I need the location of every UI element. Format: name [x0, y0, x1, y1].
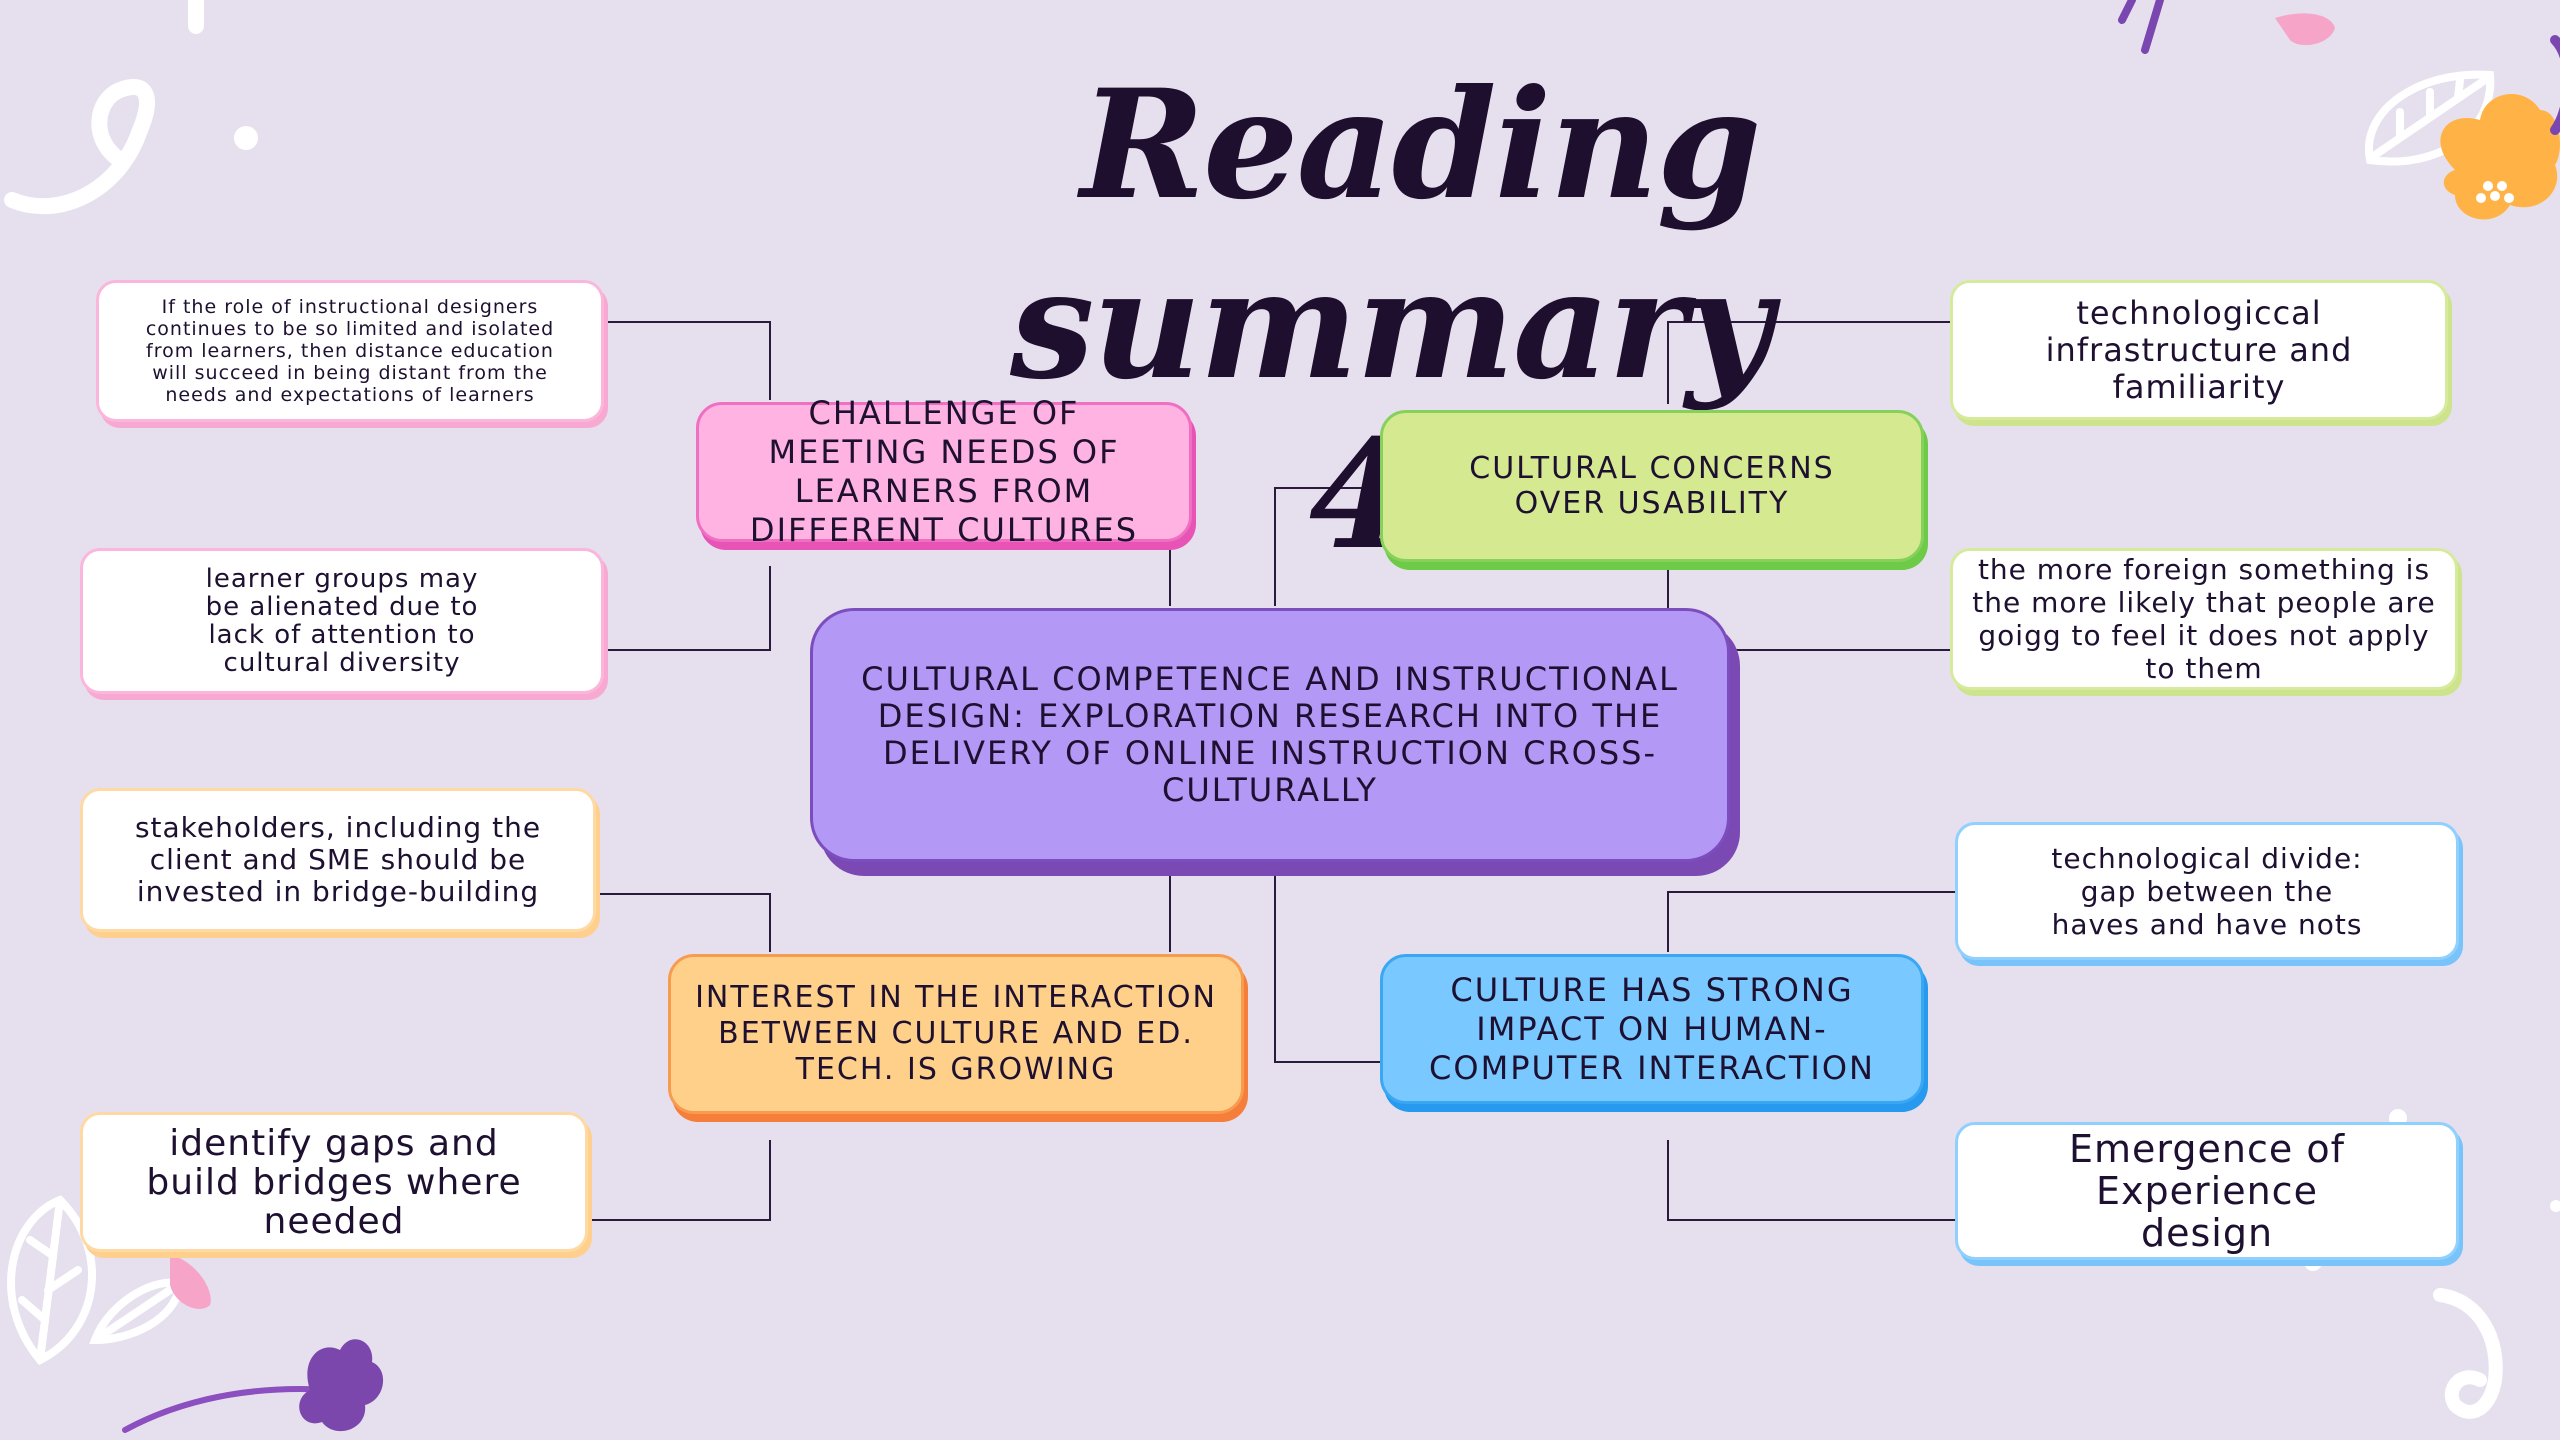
flower-icon [2440, 93, 2560, 220]
branch-interest-node: INTEREST IN THE INTERACTION BETWEEN CULT… [668, 954, 1244, 1114]
branch-hci-label: CULTURE HAS STRONG IMPACT ON HUMAN-COMPU… [1429, 970, 1875, 1087]
connector-usability-central [1274, 487, 1382, 606]
connector-usability-infrastructure [1667, 321, 1950, 404]
note-designers: If the role of instructional designers c… [96, 280, 604, 422]
spiral-doodle [4, 0, 204, 215]
note-gaps: identify gaps and build bridges where ne… [80, 1112, 588, 1252]
branch-usability-node: CULTURAL CONCERNS OVER USABILITY [1380, 410, 1924, 562]
note-alienated-text: learner groups may be alienated due to l… [205, 564, 479, 678]
petal-shape [2275, 13, 2335, 46]
connector-challenge-designers [608, 321, 771, 400]
note-divide-text: technological divide: gap between the ha… [2051, 841, 2363, 941]
twig-doodle [122, 1386, 333, 1433]
petal-shape [170, 1255, 211, 1309]
note-infrastructure: technologiccal infrastructure and famili… [1950, 280, 2448, 420]
note-alienated: learner groups may be alienated due to l… [80, 548, 604, 694]
twig-doodle [2550, 35, 2560, 135]
note-stakeholders: stakeholders, including the client and S… [80, 788, 596, 932]
leaf-icon [7, 1195, 185, 1365]
note-divide: technological divide: gap between the ha… [1955, 822, 2459, 960]
branch-challenge-node: CHALLENGE OF MEETING NEEDS OF LEARNERS F… [696, 394, 1192, 549]
flower-icon [299, 1339, 384, 1432]
branch-interest-label: INTEREST IN THE INTERACTION BETWEEN CULT… [695, 980, 1217, 1087]
connector-hci-central [1274, 874, 1382, 1063]
note-designers-text: If the role of instructional designers c… [145, 296, 555, 406]
central-topic-node: CULTURAL COMPETENCE AND INSTRUCTIONAL DE… [810, 608, 1730, 862]
connector-hci-experience [1667, 1140, 1955, 1221]
note-foreign: the more foreign something is the more l… [1950, 548, 2458, 690]
page-title: Reading [1080, 57, 1761, 233]
note-stakeholders-text: stakeholders, including the client and S… [134, 811, 542, 908]
branch-challenge-label: CHALLENGE OF MEETING NEEDS OF LEARNERS F… [749, 394, 1139, 549]
page-subtitle: summary 4 [1010, 237, 1772, 583]
central-topic-label: CULTURAL COMPETENCE AND INSTRUCTIONAL DE… [861, 660, 1679, 809]
note-experience: Emergence of Experience design [1955, 1122, 2459, 1260]
twig-doodle [2118, 0, 2164, 54]
branch-hci-node: CULTURE HAS STRONG IMPACT ON HUMAN-COMPU… [1380, 954, 1924, 1104]
connector-challenge-alienated [608, 566, 771, 651]
connector-hci-divide [1667, 891, 1955, 952]
dot-shape [234, 126, 258, 150]
note-experience-text: Emergence of Experience design [2069, 1127, 2345, 1255]
note-infrastructure-text: technologiccal infrastructure and famili… [2045, 293, 2353, 406]
note-gaps-text: identify gaps and build bridges where ne… [146, 1122, 522, 1242]
connector-interest-gaps [592, 1140, 771, 1221]
dot-shape [2550, 1200, 2560, 1212]
leaf-icon [2364, 70, 2495, 166]
note-foreign-text: the more foreign something is the more l… [1972, 553, 2436, 685]
spiral-doodle [2433, 1288, 2503, 1419]
branch-usability-label: CULTURAL CONCERNS OVER USABILITY [1469, 451, 1835, 521]
connector-interest-stakeholders [600, 893, 771, 952]
